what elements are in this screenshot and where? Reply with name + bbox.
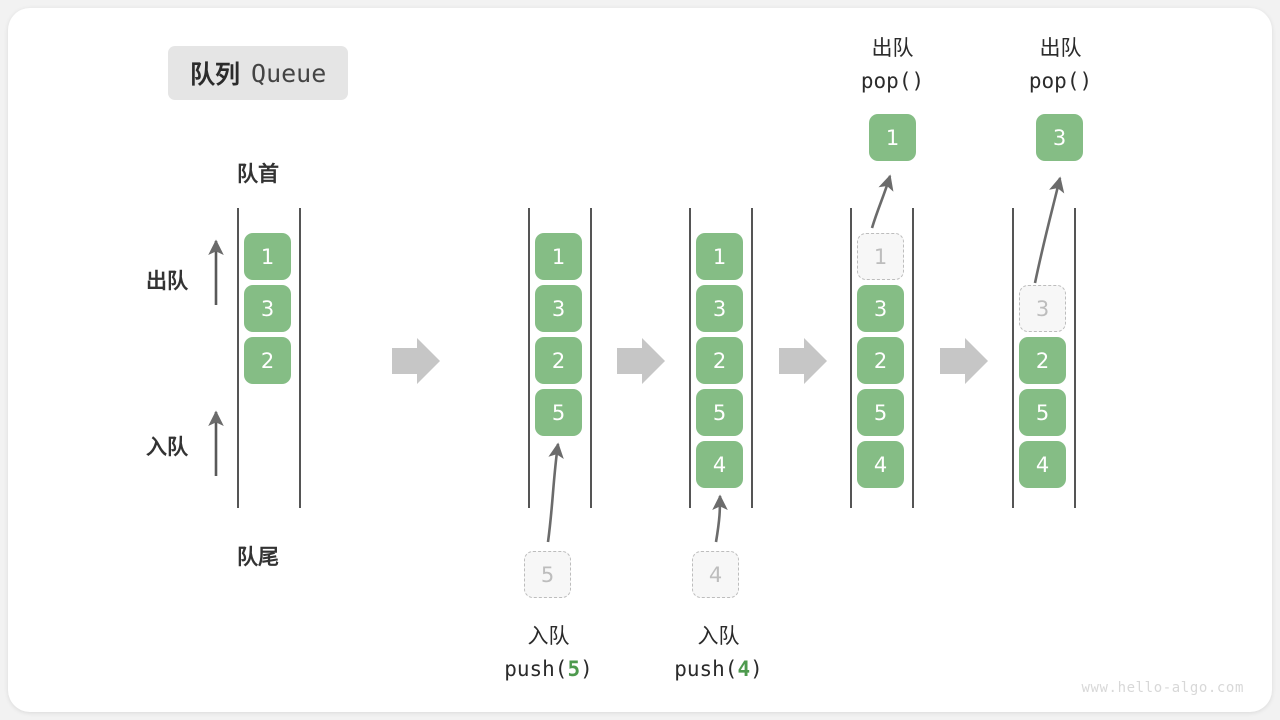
queue-rail-left-2 [528,208,530,508]
push4-code-num: 4 [737,656,751,681]
dequeue-label: 出队 [146,269,188,293]
queue-cell: 4 [696,441,743,488]
front-label: 队首 [237,162,279,186]
rear-label: 队尾 [237,545,279,569]
push5-label-cn: 入队 [527,624,570,648]
pop1-label: 出队 pop() [810,32,975,97]
queue-cell: 2 [244,337,291,384]
push5-code-suffix: ) [580,656,593,681]
queue-cell: 3 [696,285,743,332]
queue-cell: 1 [244,233,291,280]
push5-label-code: push(5) [466,653,631,686]
queue-rail-right-5 [1074,208,1076,508]
queue-cell: 5 [1019,389,1066,436]
queue-rail-left-3 [689,208,691,508]
push4-code-suffix: ) [750,656,763,681]
queue-rail-right-1 [299,208,301,508]
queue-cell: 2 [696,337,743,384]
push5-code-num: 5 [567,656,581,681]
incoming-ghost-cell: 4 [692,551,739,598]
pop1-label-code: pop() [860,68,925,93]
push4-label-cn: 入队 [697,624,740,648]
popped-cell: 3 [1036,114,1083,161]
queue-cell: 3 [535,285,582,332]
queue-cell: 2 [535,337,582,384]
queue-cell: 5 [857,389,904,436]
queue-rail-left-1 [237,208,239,508]
queue-cell-vacated: 1 [857,233,904,280]
incoming-ghost-cell: 5 [524,551,571,598]
pop2-label: 出队 pop() [978,32,1143,97]
queue-rail-left-4 [850,208,852,508]
watermark: www.hello-algo.com [1081,680,1244,696]
queue-cell-vacated: 3 [1019,285,1066,332]
push4-label-code: push(4) [636,653,801,686]
title-badge: 队列 Queue [168,46,349,100]
queue-cell: 5 [535,389,582,436]
queue-cell: 1 [696,233,743,280]
white-card [8,8,1272,712]
queue-cell: 2 [1019,337,1066,384]
title-english: Queue [251,58,327,88]
push4-code-prefix: push( [674,656,738,681]
pop1-label-cn: 出队 [871,36,914,60]
push5-label: 入队 push(5) [466,620,631,685]
queue-cell: 3 [244,285,291,332]
popped-cell: 1 [869,114,916,161]
queue-cell: 4 [1019,441,1066,488]
queue-rail-left-5 [1012,208,1014,508]
queue-rail-right-4 [912,208,914,508]
queue-cell: 5 [696,389,743,436]
queue-cell: 4 [857,441,904,488]
pop2-label-cn: 出队 [1039,36,1082,60]
pop2-label-code: pop() [1028,68,1093,93]
push4-label: 入队 push(4) [636,620,801,685]
queue-cell: 1 [535,233,582,280]
queue-cell: 2 [857,337,904,384]
queue-cell: 3 [857,285,904,332]
push5-code-prefix: push( [504,656,568,681]
enqueue-label: 入队 [146,435,188,459]
queue-rail-right-3 [751,208,753,508]
title-chinese: 队列 [190,60,241,89]
queue-rail-right-2 [590,208,592,508]
